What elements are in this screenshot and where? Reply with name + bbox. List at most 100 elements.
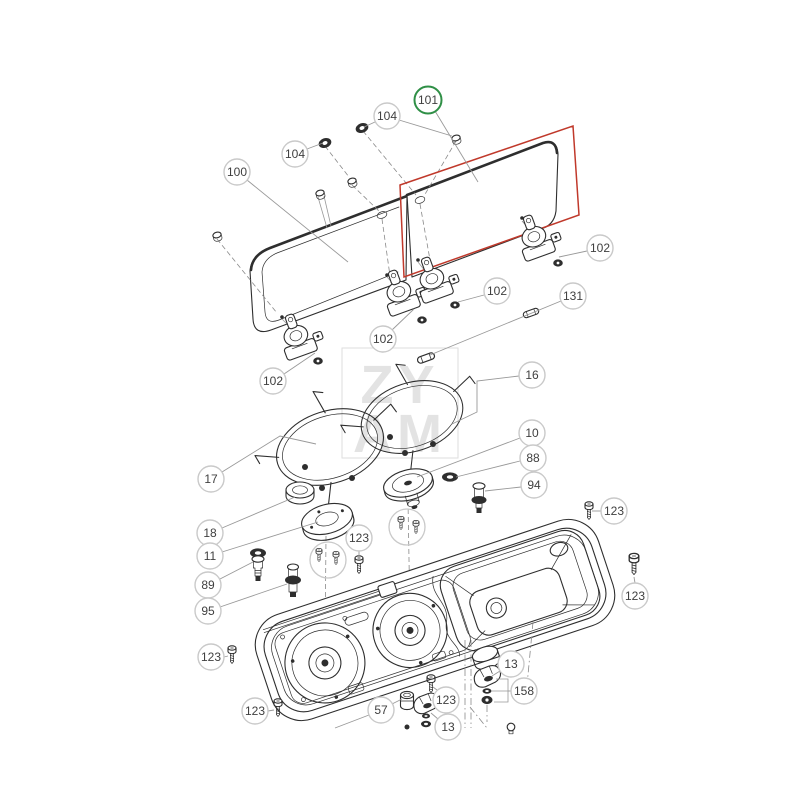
callout-11[interactable]: 11 [196,521,319,570]
callout-102-mb[interactable]: 102 [369,308,415,353]
callout-leader-line [363,121,376,128]
callout-circle-11[interactable] [196,542,224,570]
injector-89 [251,555,265,582]
callout-13-b[interactable]: 13 [430,712,462,741]
burner-recess-left [284,622,366,704]
hinge-nut [417,316,427,324]
clip-nut [314,188,327,201]
callout-circle-88[interactable] [519,444,547,472]
callout-label-102-mb: 102 [373,332,393,346]
callout-88[interactable]: 88 [455,444,547,478]
callout-16[interactable]: 16 [451,361,546,425]
lid-screw-hole [416,258,420,262]
lid-left-inner-edge [261,206,400,322]
callout-leader-line [633,576,636,584]
lid-hole-left [376,211,388,219]
callout-circle-158[interactable] [510,677,538,705]
callout-circle-102-bl[interactable] [259,367,287,395]
hinge-nut [450,301,460,309]
callout-13-right[interactable]: 13 [491,650,525,678]
callout-label-10: 10 [525,426,539,440]
screw-123 [426,674,436,694]
callout-circle-101[interactable] [413,85,443,115]
washer-88 [442,472,458,482]
callout-circle-104-left[interactable] [281,140,309,168]
callout-104-left[interactable]: 104 [281,140,324,168]
callout-label-17: 17 [204,472,218,486]
callout-123-r1[interactable]: 123 [592,497,628,525]
lid-hole-right [414,196,426,204]
callout-131[interactable]: 131 [429,282,587,356]
callout-leader-line [432,686,438,691]
lid-left-top-edge [249,194,409,272]
callout-leader-line [398,119,453,137]
callout-circle-16[interactable] [518,361,546,389]
callout-circle-123-mid[interactable] [345,524,373,552]
callout-circle-57[interactable] [367,696,395,724]
callout-label-95: 95 [201,604,215,618]
callout-label-123-b: 123 [436,693,456,707]
knob-washers [421,713,431,728]
screw-123 [584,501,594,521]
callout-94[interactable]: 94 [484,471,548,499]
callout-100[interactable]: 100 [223,158,349,263]
callout-102-tr[interactable]: 102 [558,234,614,262]
callout-circle-100[interactable] [223,158,251,186]
callout-57[interactable]: 57 [334,696,403,729]
callout-102-bl[interactable]: 102 [259,352,316,395]
callout-circle-104-right[interactable] [373,102,401,130]
callout-123-l1[interactable]: 123 [197,643,229,671]
watermark: ZYAM [341,347,459,464]
nut-158 [481,695,493,705]
callout-18[interactable]: 18 [196,496,296,547]
callout-17[interactable]: 17 [197,435,317,493]
callout-102-mr[interactable]: 102 [457,277,511,305]
callout-circle-17[interactable] [197,465,225,493]
callout-circle-102-tr[interactable] [586,234,614,262]
callout-123-mid[interactable]: 123 [345,524,373,560]
callout-circle-13-right[interactable] [497,650,525,678]
burner-cap-18 [285,481,315,505]
callout-circle-123-l2[interactable] [241,697,269,725]
callout-circle-123-r2[interactable] [621,582,649,610]
watermark-text-1: ZY [360,355,439,415]
igniter-tip [404,724,410,730]
callout-circle-123-l1[interactable] [197,643,225,671]
callout-circle-13-b[interactable] [434,713,462,741]
callout-circle-95[interactable] [194,597,222,625]
callout-leader-line [219,561,254,580]
callout-circle-102-mb[interactable] [369,325,397,353]
callout-123-r2[interactable]: 123 [621,576,649,610]
hob-floor [274,579,471,704]
callout-circle-123-b[interactable] [432,686,460,714]
callout-circle-123-r1[interactable] [600,497,628,525]
callout-95[interactable]: 95 [194,583,288,625]
burner-ring-11 [301,502,355,541]
callout-circle-94[interactable] [520,471,548,499]
washer-158 [482,688,492,694]
callout-circle-131[interactable] [559,282,587,310]
watermark-box [341,347,459,459]
callout-leader-line [283,352,316,375]
callout-leader-line [267,709,275,712]
callout-circle-102-mr[interactable] [483,277,511,305]
basin-inner-rim [263,527,607,713]
callout-leader-line [219,583,288,608]
callout-89[interactable]: 89 [194,561,254,599]
callout-label-102-mr: 102 [487,284,507,298]
callout-label-100: 100 [227,165,247,179]
callout-leader-line [221,496,296,529]
callout-123-b[interactable]: 123 [432,686,460,714]
callout-leader-line [457,294,485,303]
vent-slot [344,611,369,626]
drain-hole [485,597,507,619]
injector-94 [471,482,487,513]
callout-101[interactable]: 101 [413,85,479,183]
callout-leader-line [491,670,501,677]
callout-label-13-b: 13 [441,720,455,734]
callout-158[interactable]: 158 [508,677,538,705]
callout-104-right[interactable]: 104 [363,102,453,137]
callout-123-l2[interactable]: 123 [241,697,275,725]
